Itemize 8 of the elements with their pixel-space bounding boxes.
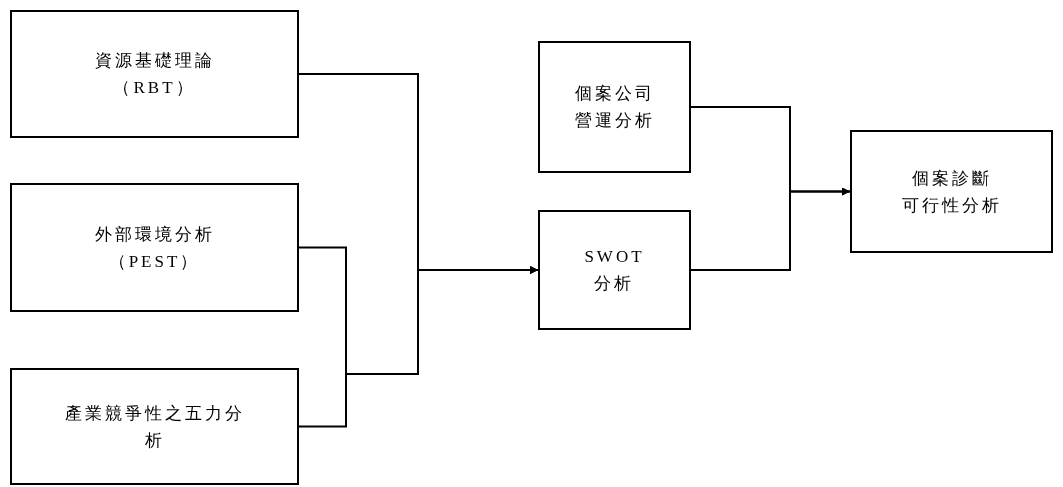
process-box: 個案公司營運分析 — [538, 41, 691, 173]
process-box: SWOT分析 — [538, 210, 691, 330]
process-box: 外部環境分析（PEST） — [10, 183, 299, 312]
connector-arrow — [690, 187, 851, 271]
process-box: 個案診斷可行性分析 — [850, 130, 1053, 253]
connector-arrow — [298, 266, 539, 428]
process-box: 產業競爭性之五力分析 — [10, 368, 299, 485]
process-box: 資源基礎理論（RBT） — [10, 10, 299, 138]
